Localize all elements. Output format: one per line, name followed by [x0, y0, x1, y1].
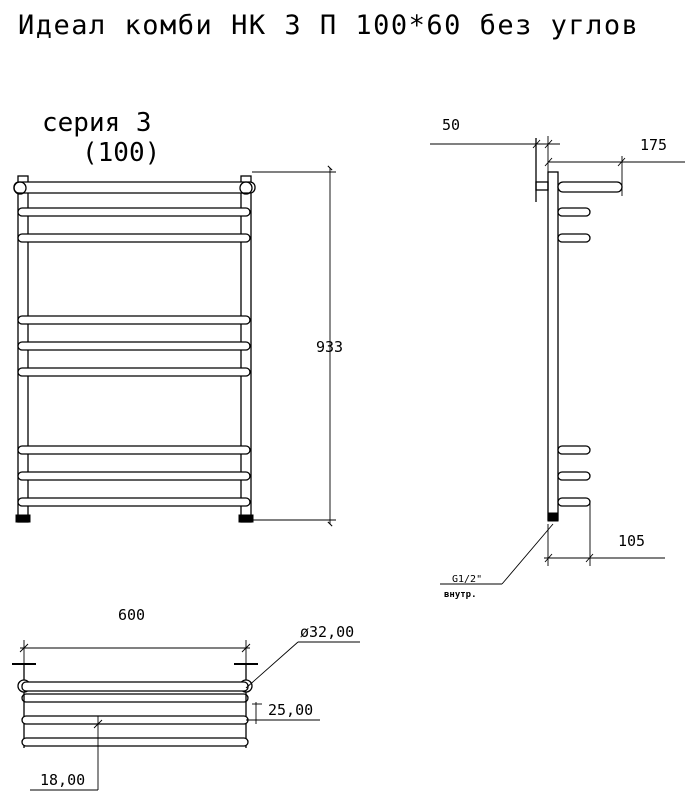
tube-diameter-dimension: ø32,00	[300, 623, 354, 641]
thread-label: G1/2"	[452, 574, 482, 585]
series-sub-label: (100)	[82, 138, 160, 168]
wall-offset-dimension: 50	[442, 116, 460, 134]
width-dimension: 600	[118, 606, 145, 624]
rail-spacing-dimension: 25,00	[268, 701, 313, 719]
side-view: 50 175 105 G1/2" внутр.	[430, 116, 685, 600]
drawing-title: Идеал комби НК 3 П 100*60 без углов	[18, 10, 639, 41]
height-dimension: 933	[316, 338, 343, 356]
front-rails	[17, 207, 251, 507]
connection-depth-dimension: 105	[618, 532, 645, 550]
depth-dimension: 175	[640, 136, 667, 154]
side-collector	[547, 171, 559, 521]
series-label: серия 3	[42, 108, 152, 138]
thread-sub-label: внутр.	[444, 590, 477, 600]
side-rails	[557, 207, 591, 507]
top-view: 600 ø32,00 25,00 18,00	[12, 606, 360, 791]
wall-bracket	[535, 181, 549, 191]
front-view: 933	[13, 165, 343, 527]
top-tube	[13, 181, 256, 194]
left-top-mount-icon	[13, 181, 27, 195]
rail-diameter-dimension: 18,00	[40, 771, 85, 789]
right-top-mount-icon	[239, 181, 253, 195]
